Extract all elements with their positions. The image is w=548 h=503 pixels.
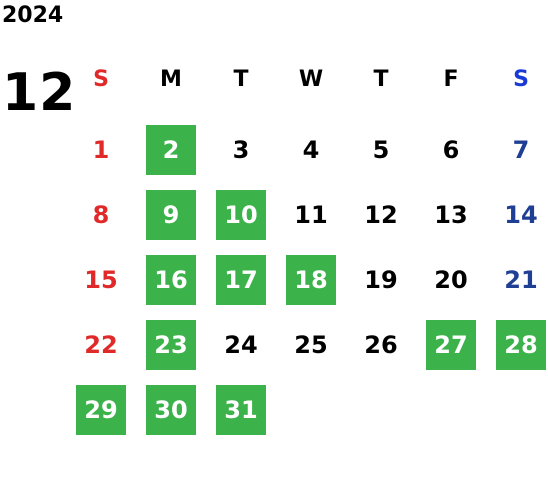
calendar-day[interactable]: 26 <box>364 331 398 359</box>
calendar-day-highlighted[interactable]: 27 <box>426 320 476 370</box>
calendar-day[interactable]: 12 <box>364 201 398 229</box>
calendar-day-highlighted[interactable]: 2 <box>146 125 196 175</box>
calendar-day-highlighted[interactable]: 31 <box>216 385 266 435</box>
calendar-day[interactable]: 1 <box>92 136 110 164</box>
calendar-day-highlighted[interactable]: 30 <box>146 385 196 435</box>
calendar-day[interactable]: 25 <box>294 331 328 359</box>
calendar-day-highlighted[interactable]: 17 <box>216 255 266 305</box>
calendar-day[interactable]: 6 <box>442 136 460 164</box>
calendar-day-highlighted[interactable]: 10 <box>216 190 266 240</box>
calendar-day[interactable]: 24 <box>224 331 258 359</box>
calendar-day-highlighted[interactable]: 23 <box>146 320 196 370</box>
calendar-day[interactable]: 14 <box>504 201 538 229</box>
weekday-header: S <box>93 67 109 92</box>
weekday-header: S <box>513 67 529 92</box>
calendar-day-highlighted[interactable]: 18 <box>286 255 336 305</box>
calendar-day[interactable]: 13 <box>434 201 468 229</box>
calendar-day[interactable]: 21 <box>504 266 538 294</box>
weekday-header: F <box>443 67 459 92</box>
calendar-day-highlighted[interactable]: 29 <box>76 385 126 435</box>
weekday-header: T <box>233 67 249 92</box>
calendar-day[interactable]: 7 <box>512 136 530 164</box>
calendar-day[interactable]: 22 <box>84 331 118 359</box>
weekday-header: T <box>373 67 389 92</box>
calendar-day[interactable]: 19 <box>364 266 398 294</box>
weekday-header: W <box>298 67 324 92</box>
calendar-day-highlighted[interactable]: 28 <box>496 320 546 370</box>
weekday-header: M <box>160 67 182 92</box>
calendar-day-highlighted[interactable]: 9 <box>146 190 196 240</box>
calendar-day[interactable]: 3 <box>232 136 250 164</box>
calendar-day[interactable]: 20 <box>434 266 468 294</box>
calendar-day[interactable]: 4 <box>302 136 320 164</box>
calendar-month: 12 <box>2 63 77 123</box>
calendar-day-highlighted[interactable]: 16 <box>146 255 196 305</box>
calendar-day[interactable]: 15 <box>84 266 118 294</box>
calendar-day[interactable]: 11 <box>294 201 328 229</box>
calendar-day[interactable]: 5 <box>372 136 390 164</box>
calendar-day[interactable]: 8 <box>92 201 110 229</box>
calendar-year: 2024 <box>2 3 64 28</box>
